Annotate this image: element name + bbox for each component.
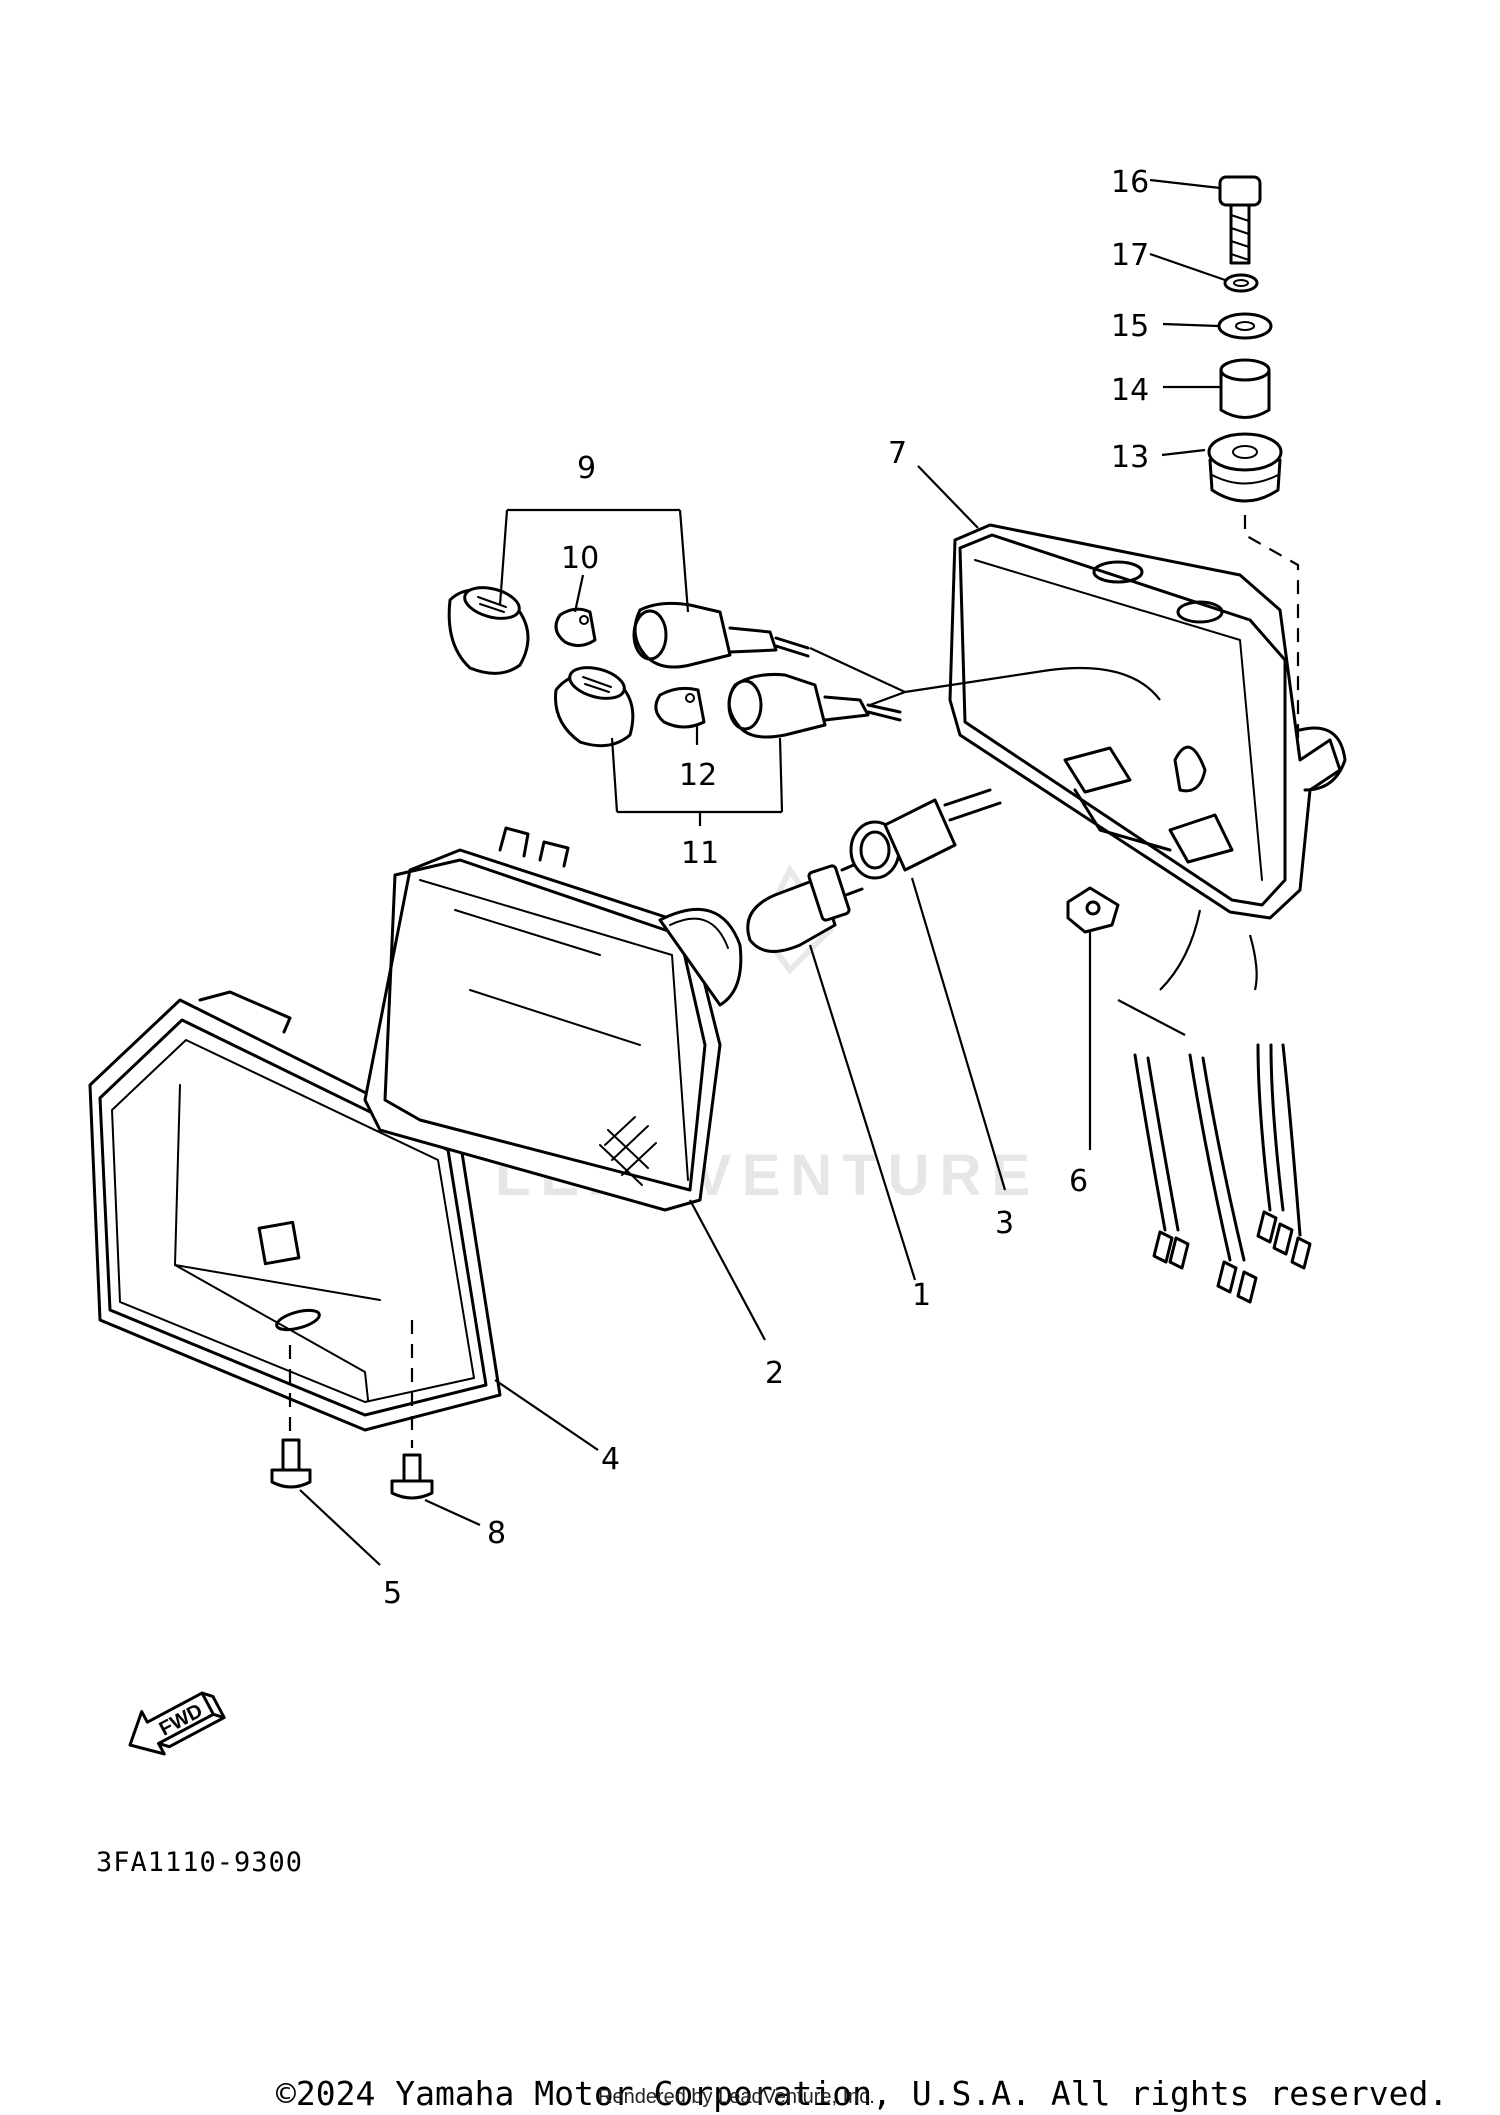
position-lamp-cap-lower [554, 666, 635, 748]
position-lamp-socket-upper [632, 601, 810, 669]
bullet-connectors [1152, 1210, 1312, 1304]
callout-labels: 1 2 3 4 5 6 7 8 9 10 11 12 13 14 15 17 1… [383, 165, 1149, 1611]
part-10-position-bulb [554, 607, 597, 647]
part-17-lock-washer [1223, 273, 1259, 293]
callout-12: 12 [679, 758, 717, 793]
part-13-grommet [1207, 432, 1283, 503]
part-9-position-lamp-cap [447, 586, 530, 675]
part-2-sealed-beam [363, 826, 743, 1212]
beam-grid-mark [599, 1116, 657, 1186]
callout-7: 7 [888, 436, 907, 471]
callout-6: 6 [1069, 1164, 1088, 1199]
callout-8: 8 [487, 1516, 506, 1551]
part-15-washer [1217, 312, 1273, 340]
part-1-bulb [746, 862, 864, 953]
callout-9: 9 [577, 451, 596, 486]
fwd-arrow-icon: FWD [128, 1691, 226, 1756]
leader-lines [299, 178, 1226, 1566]
drawing-code: 3FA1110-9300 [96, 1847, 304, 1878]
callout-17: 17 [1111, 238, 1149, 273]
callout-1: 1 [912, 1278, 931, 1313]
callout-4: 4 [601, 1442, 620, 1477]
callout-15: 15 [1111, 309, 1149, 344]
callout-11: 11 [681, 836, 719, 871]
callout-13: 13 [1111, 440, 1149, 475]
part-12-position-bulb [654, 686, 706, 729]
callout-3: 3 [995, 1206, 1014, 1241]
hardware-assembly-line [1243, 515, 1300, 750]
headlight-wiring-leads [1117, 909, 1312, 1304]
position-wire-harness [809, 647, 1161, 707]
callout-5: 5 [383, 1576, 402, 1611]
part-11-position-lamp-socket [727, 673, 902, 739]
callout-10: 10 [561, 541, 599, 576]
part-3-bulb-socket [849, 788, 1002, 880]
part-5-screw [270, 1438, 312, 1489]
callout-16: 16 [1111, 165, 1149, 200]
part-4-headlight-rim [88, 990, 502, 1432]
part-14-collar [1219, 358, 1271, 419]
part-8-screw [390, 1453, 434, 1500]
rendered-by-note: Rendered by LeadVenture, Inc. [598, 2086, 875, 2108]
part-6-nut [1066, 886, 1120, 934]
callout-2: 2 [765, 1356, 784, 1391]
copyright-notice: ©2024 Yamaha Motor Corporation, U.S.A. A… [276, 2074, 1449, 2113]
part-16-bolt [1218, 175, 1262, 265]
part-7-headlight-body [948, 523, 1347, 920]
callout-14: 14 [1111, 373, 1149, 408]
